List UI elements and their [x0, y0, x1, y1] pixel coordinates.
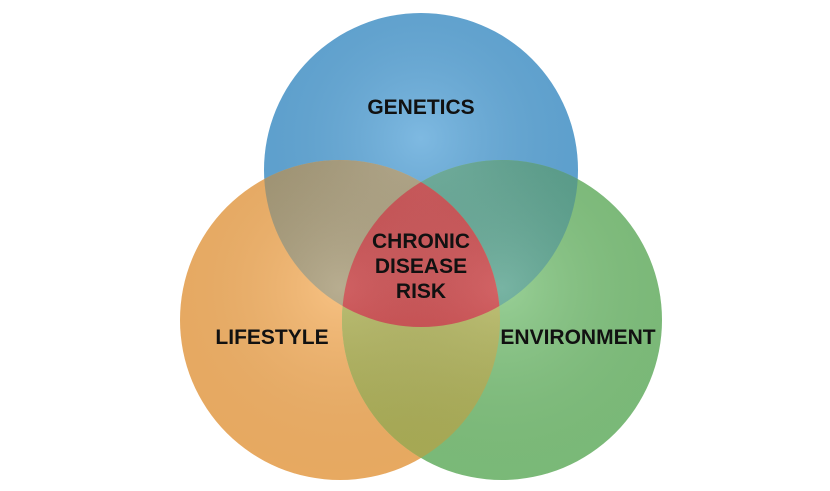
- lifestyle-label: LIFESTYLE: [215, 326, 328, 349]
- environment-label: ENVIRONMENT: [500, 326, 655, 349]
- center-label-line-1: CHRONIC: [372, 230, 470, 253]
- genetics-label: GENETICS: [367, 96, 474, 119]
- center-label-line-3: RISK: [396, 280, 446, 303]
- center-label-line-2: DISEASE: [375, 255, 467, 278]
- environment-shade: [342, 160, 662, 480]
